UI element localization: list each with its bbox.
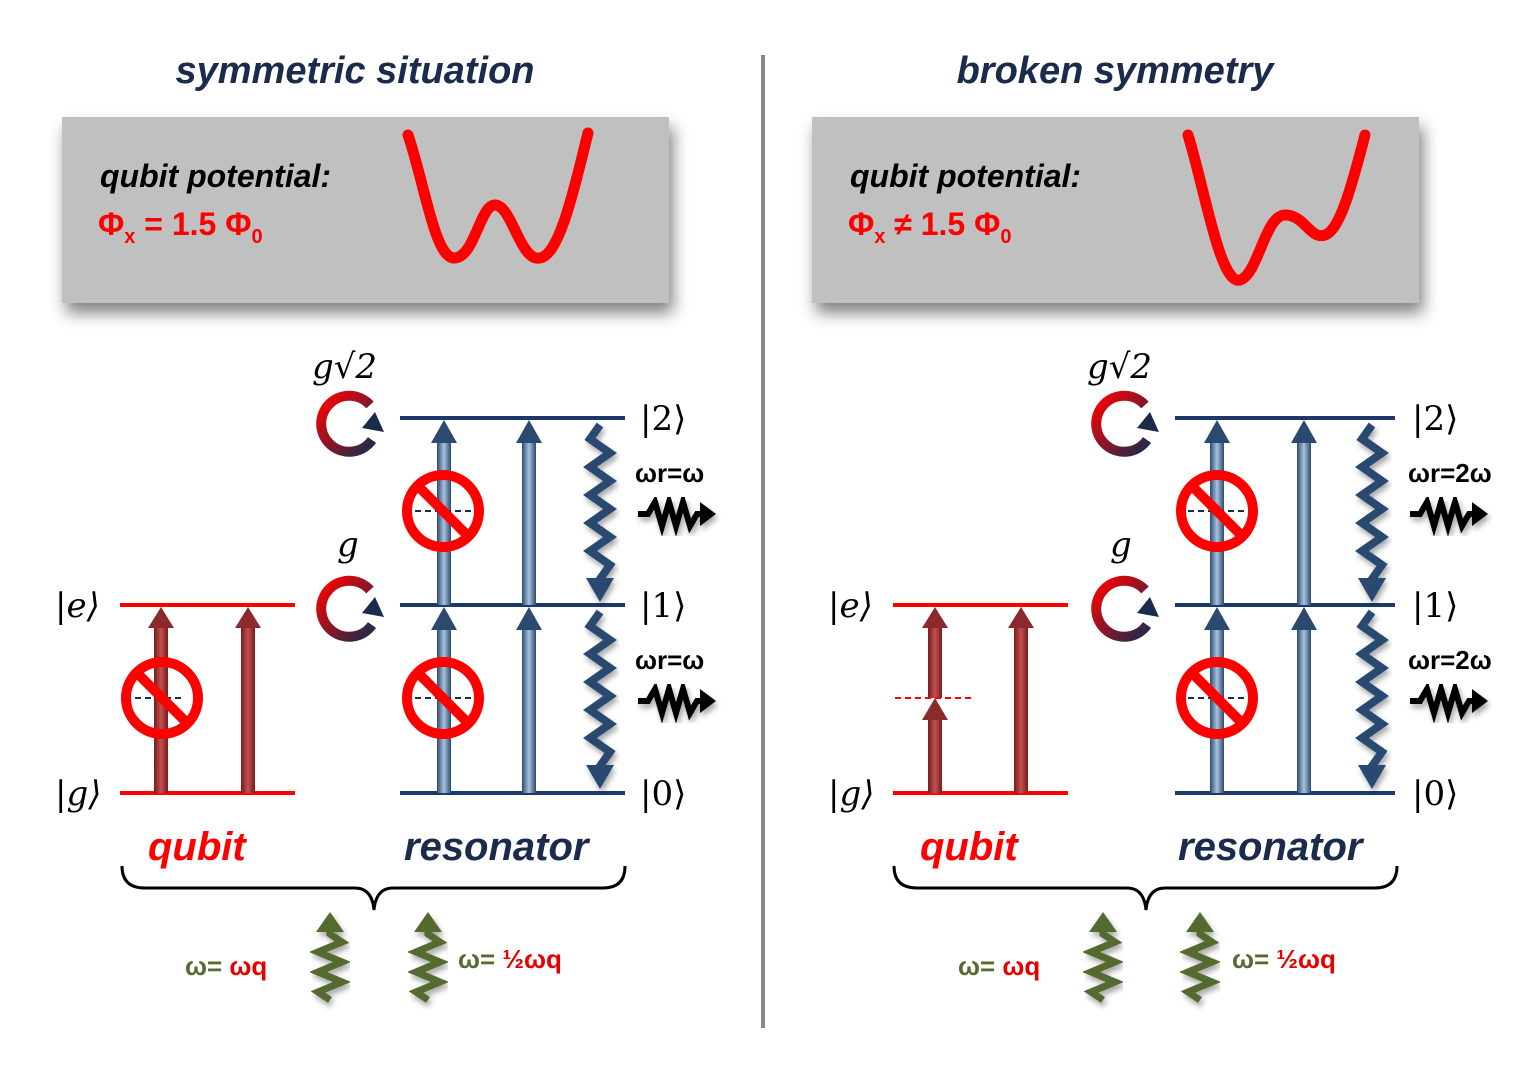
qubit-arrow-single [235, 607, 261, 793]
resonator-ket-0: |0⟩ [1412, 774, 1458, 814]
omega-r-label: ωr=2ω [1408, 645, 1492, 675]
resonator-label: resonator [404, 825, 591, 869]
omega-r-label: ωr=2ω [1408, 458, 1492, 488]
system-brace [892, 865, 1399, 911]
qubit-ket-e: |e⟩ [828, 586, 873, 626]
coupling-label-top: g√2 [312, 347, 377, 387]
forbidden-icon [402, 470, 484, 552]
panel-title: broken symmetry [957, 50, 1276, 92]
qubit-label: qubit [920, 825, 1019, 869]
forbidden-icon [402, 657, 484, 739]
qubit-label: qubit [148, 825, 247, 869]
coupling-label-mid: g [337, 525, 359, 565]
resonator-ket-0: |0⟩ [640, 774, 686, 814]
drive-label-right: ω= ½ωq [1232, 944, 1336, 974]
resonator-ket-2: |2⟩ [1412, 399, 1458, 439]
coupling-icon-top [1091, 390, 1159, 457]
resonator-label: resonator [1178, 825, 1365, 869]
omega-r-label: ωr=ω [635, 458, 704, 488]
flux-condition: Φx ≠ 1.5 Φ0 [848, 206, 1012, 248]
potential-label: qubit potential: [850, 158, 1081, 194]
coupling-icon-top [316, 390, 384, 457]
resonator-ket-1: |1⟩ [1412, 586, 1458, 626]
forbidden-icon [121, 657, 203, 739]
flux-condition: Φx = 1.5 Φ0 [98, 206, 263, 248]
qubit-ket-g: |g⟩ [55, 774, 101, 814]
panel-title: symmetric situation [176, 50, 535, 92]
qubit-arrow-two-photon-allowed [922, 607, 948, 793]
panel-broken: broken symmetry qubit potential: Φx ≠ 1.… [812, 50, 1492, 1003]
panel-symmetric: symmetric situation qubit potential: Φx … [55, 50, 716, 1003]
drive-label-right: ω= ½ωq [458, 944, 562, 974]
forbidden-icon [1176, 470, 1258, 552]
photon-squiggle-icon [638, 491, 716, 537]
resonator-ket-2: |2⟩ [640, 399, 686, 439]
emission-wave-arrow [583, 422, 617, 602]
photon-squiggle-icon [1410, 678, 1488, 724]
forbidden-icon [1176, 657, 1258, 739]
resonator-arrow-up [431, 420, 542, 793]
drive-wave-icon [308, 912, 352, 1003]
photon-squiggle-icon [1410, 491, 1488, 537]
drive-wave-icon [1081, 912, 1125, 1003]
qubit-arrow-single [1008, 607, 1034, 793]
coupling-icon-mid [1091, 575, 1159, 642]
double-well-symmetric [402, 127, 594, 264]
coupling-icon-mid [316, 575, 384, 642]
resonator-arrow-up [1204, 420, 1317, 793]
omega-r-label: ωr=ω [635, 645, 704, 675]
system-brace [120, 865, 627, 911]
emission-wave-arrow [1355, 422, 1389, 602]
resonator-ket-1: |1⟩ [640, 586, 686, 626]
photon-squiggle-icon [638, 678, 716, 724]
qubit-ket-e: |e⟩ [55, 586, 100, 626]
potential-box [812, 117, 1419, 303]
drive-label-left: ω= ωq [958, 951, 1040, 981]
double-well-asymmetric [1182, 129, 1371, 286]
drive-wave-icon [406, 912, 450, 1003]
coupling-label-mid: g [1110, 525, 1132, 565]
drive-label-left: ω= ωq [185, 951, 267, 981]
qubit-ket-g: |g⟩ [828, 774, 874, 814]
emission-wave-arrow [1355, 609, 1389, 789]
potential-label: qubit potential: [100, 158, 331, 194]
drive-wave-icon [1178, 912, 1222, 1003]
emission-wave-arrow [583, 609, 617, 789]
coupling-label-top: g√2 [1087, 347, 1152, 387]
